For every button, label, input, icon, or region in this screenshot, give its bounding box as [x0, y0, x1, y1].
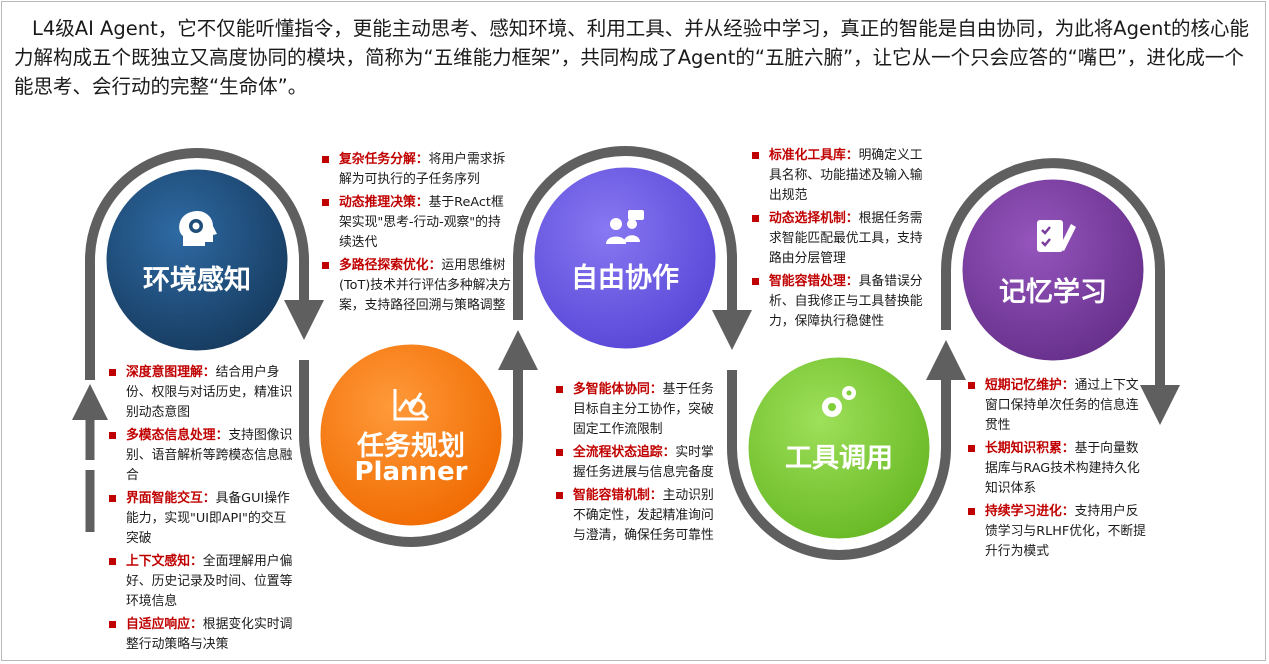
bullet-text: 全面理解用户偏好、历史记录及时间、位置等环境信息	[126, 554, 293, 609]
bullet-text: 具备错误分析、自我修正与工具替换能力，保障执行稳健性	[769, 274, 923, 329]
planner-bullets: 复杂任务分解：将用户需求拆解为可执行的子任务序列 动态推理决策：基于ReAct框…	[322, 150, 512, 319]
list-item: 自适应响应：根据变化实时调整行动策略与决策	[109, 615, 297, 655]
bullet-term: 复杂任务分解	[339, 152, 416, 167]
bullet-square	[322, 199, 329, 206]
bullet-term: 长期知识积累	[985, 441, 1062, 456]
bullet-term: 上下文感知	[126, 554, 190, 569]
bullet-text: 具备GUI操作能力，实现"UI即API"的交互突破	[126, 491, 290, 546]
bullet-square	[109, 369, 116, 376]
list-item: 动态选择机制：根据任务需求智能匹配最优工具，支持路由分层管理	[752, 209, 930, 269]
list-item: 智能容错机制：主动识别不确定性，发起精准询问与澄清，确保任务可靠性	[556, 486, 718, 546]
head-gear-icon	[179, 210, 217, 246]
bullet-text: 根据变化实时调整行动策略与决策	[126, 617, 293, 652]
bullet-text: 明确定义工具名称、功能描述及输入输出规范	[769, 148, 923, 203]
bullet-square	[968, 382, 975, 389]
list-item: 全流程状态追踪：实时掌握任务进展与信息完备度	[556, 443, 718, 483]
bullet-term: 标准化工具库	[769, 148, 846, 163]
tools-bullets: 标准化工具库：明确定义工具名称、功能描述及输入输出规范 动态选择机制：根据任务需…	[752, 146, 930, 335]
bullet-text: 主动识别不确定性，发起精准询问与澄清，确保任务可靠性	[573, 488, 714, 543]
memory-bullets: 短期记忆维护：通过上下文窗口保持单次任务的信息连贯性 长期知识积累：基于向量数据…	[968, 376, 1146, 565]
arc-planner	[299, 330, 538, 547]
bullet-square	[556, 449, 563, 456]
bullet-square	[322, 156, 329, 163]
circle-collab	[531, 164, 719, 352]
bullet-square	[752, 152, 759, 159]
perception-title: 环境感知	[143, 265, 251, 296]
planner-title: 任务规划	[357, 431, 465, 462]
bullet-term: 自适应响应	[126, 617, 190, 632]
bullet-text: 将用户需求拆解为可执行的子任务序列	[339, 152, 506, 187]
bullet-term: 智能容错机制	[573, 488, 650, 503]
list-item: 智能容错处理：具备错误分析、自我修正与工具替换能力，保障执行稳健性	[752, 272, 930, 332]
bullet-text: 基于向量数据库与RAG技术构建持久化知识体系	[985, 441, 1140, 496]
list-item: 短期记忆维护：通过上下文窗口保持单次任务的信息连贯性	[968, 376, 1146, 436]
bullet-term: 持续学习进化	[985, 504, 1062, 519]
people-chat-icon	[606, 210, 644, 244]
arc-tools	[727, 340, 966, 560]
bullet-term: 界面智能交互	[126, 491, 203, 506]
planner-subtitle: Planner	[354, 457, 468, 487]
circle-perception	[103, 166, 291, 354]
bullet-square	[109, 432, 116, 439]
list-item: 标准化工具库：明确定义工具名称、功能描述及输入输出规范	[752, 146, 930, 206]
bullet-text: 支持图像识别、语音解析等跨模态信息融合	[126, 428, 293, 483]
circle-tools	[745, 354, 933, 542]
list-item: 复杂任务分解：将用户需求拆解为可执行的子任务序列	[322, 150, 512, 190]
list-item: 长期知识积累：基于向量数据库与RAG技术构建持久化知识体系	[968, 439, 1146, 499]
bullet-term: 深度意图理解	[126, 365, 203, 380]
bullet-square	[109, 558, 116, 565]
bullet-term: 全流程状态追踪	[573, 445, 663, 460]
list-item: 上下文感知：全面理解用户偏好、历史记录及时间、位置等环境信息	[109, 552, 297, 612]
bullet-term: 多模态信息处理	[126, 428, 216, 443]
bullet-term: 短期记忆维护	[985, 378, 1062, 393]
bullet-text: 基于ReAct框架实现"思考-行动-观察"的持续迭代	[339, 195, 504, 250]
list-item: 多智能体协同：基于任务目标自主分工协作，突破固定工作流限制	[556, 380, 718, 440]
bullet-square	[968, 508, 975, 515]
list-item: 持续学习进化：支持用户反馈学习与RLHF优化，不断提升行为模式	[968, 502, 1146, 562]
bullet-text: 结合用户身份、权限与对话历史，精准识别动态意图	[126, 365, 293, 420]
bullet-text: 支持用户反馈学习与RLHF优化，不断提升行为模式	[985, 504, 1146, 559]
notebook-pen-icon	[1037, 220, 1076, 252]
memory-title: 记忆学习	[999, 277, 1107, 308]
bullet-term: 多智能体协同	[573, 382, 650, 397]
bullet-text: 根据任务需求智能匹配最优工具，支持路由分层管理	[769, 211, 923, 266]
bullet-text: 基于任务目标自主分工协作，突破固定工作流限制	[573, 382, 714, 437]
list-item: 界面智能交互：具备GUI操作能力，实现"UI即API"的交互突破	[109, 489, 297, 549]
bullet-square	[968, 445, 975, 452]
collab-title: 自由协作	[571, 263, 679, 294]
circle-planner	[317, 341, 505, 529]
flow-arcs	[85, 146, 1180, 560]
list-item: 多模态信息处理：支持图像识别、语音解析等跨模态信息融合	[109, 426, 297, 486]
arc-perception	[85, 148, 324, 380]
gears-icon	[822, 386, 856, 417]
bullet-term: 智能容错处理	[769, 274, 846, 289]
perception-bullets: 深度意图理解：结合用户身份、权限与对话历史，精准识别动态意图 多模态信息处理：支…	[109, 363, 297, 658]
bullet-text: 运用思维树(ToT)技术并行评估多种解决方案，支持路径回溯与策略调整	[339, 258, 512, 313]
bullet-square	[752, 215, 759, 222]
circle-memory	[959, 176, 1147, 364]
list-item: 多路径探索优化：运用思维树(ToT)技术并行评估多种解决方案，支持路径回溯与策略…	[322, 256, 512, 316]
list-item: 深度意图理解：结合用户身份、权限与对话历史，精准识别动态意图	[109, 363, 297, 423]
bullet-square	[556, 386, 563, 393]
collab-bullets: 多智能体协同：基于任务目标自主分工协作，突破固定工作流限制 全流程状态追踪：实时…	[556, 380, 718, 549]
bullet-text: 通过上下文窗口保持单次任务的信息连贯性	[985, 378, 1139, 433]
bullet-text: 实时掌握任务进展与信息完备度	[573, 445, 714, 480]
intro-paragraph: L4级AI Agent，它不仅能听懂指令，更能主动思考、感知环境、利用工具、并从…	[14, 17, 1249, 98]
bullet-term: 动态选择机制	[769, 211, 846, 226]
bullet-square	[752, 278, 759, 285]
bullet-square	[109, 495, 116, 502]
bullet-term: 动态推理决策	[339, 195, 416, 210]
arc-collab	[513, 146, 752, 350]
bullet-square	[109, 621, 116, 628]
list-item: 动态推理决策：基于ReAct框架实现"思考-行动-观察"的持续迭代	[322, 193, 512, 253]
arc-memory	[941, 158, 1180, 425]
chart-search-icon	[393, 389, 430, 421]
bullet-square	[556, 492, 563, 499]
bullet-term: 多路径探索优化	[339, 258, 429, 273]
tools-title: 工具调用	[785, 443, 893, 474]
bullet-square	[322, 262, 329, 269]
